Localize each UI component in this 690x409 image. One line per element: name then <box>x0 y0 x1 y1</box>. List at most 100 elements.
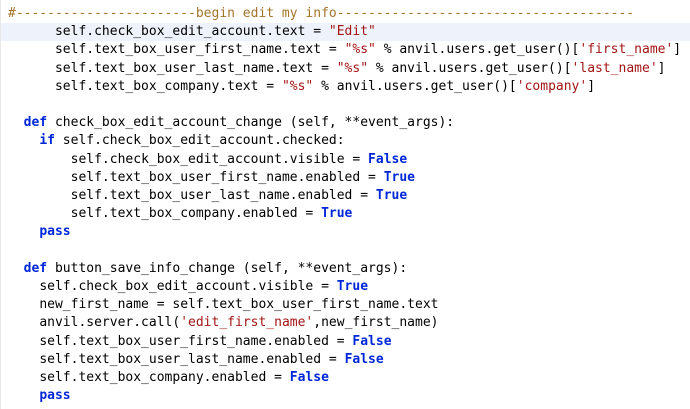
code-line-text: def button_save_info_change (self, **eve… <box>8 260 408 278</box>
code-token-plain: % anvil.users.get_user()[ <box>368 60 572 76</box>
code-token-kw: False <box>352 333 392 349</box>
code-line-text: self.text_box_user_last_name.enabled = T… <box>8 187 408 205</box>
code-token-str: 'first_name' <box>579 42 674 58</box>
code-line[interactable]: self.text_box_company.enabled = False <box>1 369 690 387</box>
code-token-plain: new_first_name = self.text_box_user_firs… <box>39 297 439 313</box>
code-line-text: self.text_box_user_last_name.enabled = F… <box>8 351 384 369</box>
code-token-plain: self.text_box_user_last_name.text = <box>54 60 337 76</box>
code-line-text: anvil.server.call('edit_first_name',new_… <box>8 314 439 332</box>
indent <box>8 115 24 130</box>
code-token-kw: False <box>289 370 329 385</box>
code-token-plain: self.text_box_user_first_name.text = <box>54 42 345 58</box>
code-line-text: self.text_box_company.text = "%s" % anvi… <box>8 78 595 96</box>
code-token-str: "Edit" <box>328 24 376 40</box>
code-line[interactable]: self.check_box_edit_account.visible = Fa… <box>1 151 690 169</box>
code-line[interactable]: #-----------------------begin edit my in… <box>1 5 690 23</box>
code-token-plain: % anvil.users.get_user()[ <box>313 78 517 94</box>
code-token-str: "%s" <box>336 60 369 76</box>
indent <box>8 352 39 367</box>
code-line-text: self.text_box_company.enabled = False <box>8 369 329 387</box>
indent <box>8 206 71 221</box>
indent <box>8 279 39 294</box>
code-line[interactable]: self.text_box_user_last_name.enabled = F… <box>1 351 690 369</box>
code-line-text: self.text_box_user_first_name.text = "%s… <box>8 41 681 59</box>
code-line[interactable]: if self.check_box_edit_account.checked: <box>1 132 690 150</box>
code-line-text: self.text_box_user_first_name.enabled = … <box>8 169 415 187</box>
code-token-kw: False <box>368 151 408 167</box>
code-line-text: self.text_box_user_first_name.enabled = … <box>8 333 392 351</box>
indent <box>8 297 39 312</box>
code-token-kw: True <box>375 188 408 203</box>
code-token-kw: if <box>39 133 55 149</box>
code-token-plain: self.text_box_company.enabled = <box>70 206 322 222</box>
code-token-str: 'company' <box>516 78 588 94</box>
code-token-plain: self.text_box_user_first_name.enabled = <box>39 333 353 349</box>
code-token-str: "%s" <box>281 78 314 94</box>
code-token-str: "%s" <box>344 42 376 58</box>
code-token-kw: True <box>383 169 416 185</box>
code-line-text: pass <box>8 387 71 405</box>
code-token-plain: ,new_first_name) <box>313 315 439 331</box>
code-token-plain: check_box_edit_account_change (self, **e… <box>47 115 455 131</box>
code-line[interactable]: self.text_box_user_last_name.text = "%s"… <box>1 60 690 78</box>
code-token-plain: anvil.server.call( <box>39 315 181 331</box>
indent <box>8 42 55 57</box>
code-token-plain: self.text_box_user_last_name.enabled = <box>70 188 376 203</box>
code-line[interactable]: self.check_box_edit_account.text = "Edit… <box>1 23 690 42</box>
code-line[interactable]: self.text_box_user_last_name.enabled = T… <box>1 187 690 205</box>
indent <box>8 388 39 403</box>
indent <box>8 24 55 39</box>
indent <box>8 133 39 148</box>
code-line[interactable] <box>1 96 690 114</box>
code-line[interactable]: anvil.server.call('edit_first_name',new_… <box>1 314 690 332</box>
code-token-plain: self.check_box_edit_account.checked: <box>54 133 345 149</box>
code-line-text: self.check_box_edit_account.text = "Edit… <box>8 23 376 41</box>
code-token-kw: False <box>344 351 384 367</box>
code-line-text: self.text_box_company.enabled = True <box>8 205 353 223</box>
indent <box>8 61 55 76</box>
code-line[interactable]: self.text_box_user_first_name.text = "%s… <box>1 41 690 59</box>
code-line[interactable]: def button_save_info_change (self, **eve… <box>1 260 690 278</box>
code-line[interactable]: def check_box_edit_account_change (self,… <box>1 114 690 132</box>
code-token-plain: self.text_box_user_last_name.enabled = <box>39 351 345 367</box>
code-line-text: new_first_name = self.text_box_user_firs… <box>8 296 438 314</box>
code-token-kw: True <box>336 279 369 294</box>
code-token-kw: pass <box>39 388 71 404</box>
code-token-plain: self.check_box_edit_account.visible = <box>39 279 337 294</box>
indent <box>8 261 24 276</box>
code-line[interactable]: pass <box>1 223 690 241</box>
code-line-text: #-----------------------begin edit my in… <box>8 5 634 23</box>
code-line-text: self.text_box_user_last_name.text = "%s"… <box>8 60 666 78</box>
indent <box>8 334 39 349</box>
code-line[interactable]: self.check_box_edit_account.visible = Tr… <box>1 278 690 296</box>
code-line-text: def check_box_edit_account_change (self,… <box>8 114 454 132</box>
code-token-kw: def <box>23 115 48 131</box>
code-token-kw: def <box>23 260 48 276</box>
code-line[interactable]: new_first_name = self.text_box_user_firs… <box>1 296 690 314</box>
code-line[interactable]: self.text_box_user_first_name.enabled = … <box>1 169 690 187</box>
indent <box>8 152 71 167</box>
code-token-plain: self.text_box_user_first_name.enabled = <box>70 169 384 185</box>
indent <box>8 188 71 203</box>
code-token-str: 'last_name' <box>571 60 658 76</box>
code-line[interactable]: self.text_box_company.text = "%s" % anvi… <box>1 78 690 96</box>
code-token-str: 'edit_first_name' <box>180 315 314 331</box>
code-token-plain: self.check_box_edit_account.text = <box>54 24 329 40</box>
code-line-text: pass <box>8 223 70 241</box>
indent <box>8 370 39 385</box>
code-line[interactable]: self.text_box_user_first_name.enabled = … <box>1 333 690 351</box>
code-line-text: self.check_box_edit_account.visible = Fa… <box>8 151 408 169</box>
indent <box>8 315 39 330</box>
code-token-plain: button_save_info_change (self, **event_a… <box>47 260 408 276</box>
code-token-plain: self.check_box_edit_account.visible = <box>70 151 369 167</box>
code-line[interactable]: pass <box>1 387 690 405</box>
code-token-kw: True <box>321 206 353 222</box>
code-token-plain: ] <box>587 78 596 94</box>
code-token-plain: % anvil.users.get_user()[ <box>375 42 580 58</box>
code-token-plain: ] <box>673 42 682 58</box>
code-token-plain: self.text_box_company.text = <box>54 78 282 94</box>
code-line[interactable]: self.text_box_company.enabled = True <box>1 205 690 223</box>
code-token-comment: #-----------------------begin edit my in… <box>8 6 635 21</box>
code-line[interactable] <box>1 242 690 260</box>
